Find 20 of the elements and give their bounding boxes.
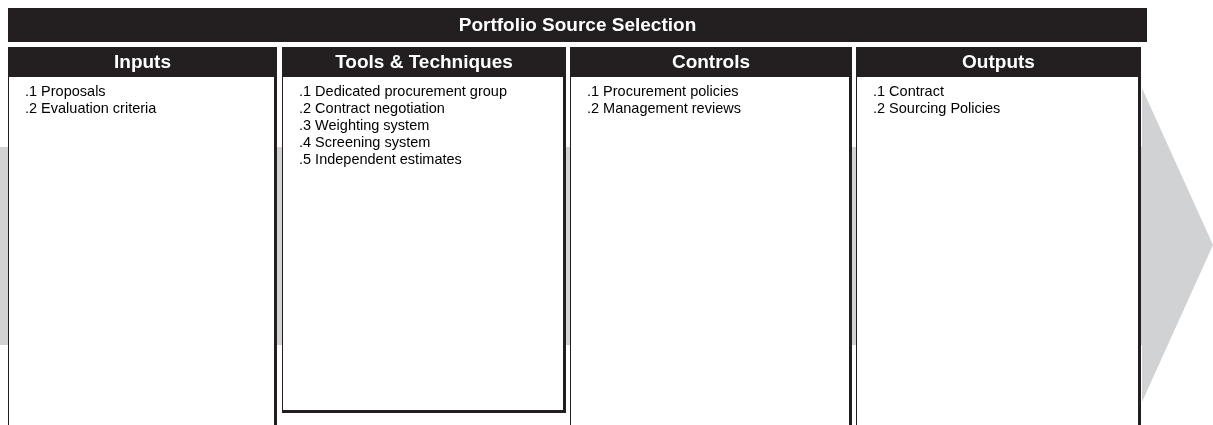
list-item: .2 Sourcing Policies [872, 100, 1002, 117]
list-item: .1 Proposals [24, 83, 107, 100]
list-item: .2 Contract negotiation [298, 100, 446, 117]
list-item: .3 Weighting system [298, 117, 431, 134]
list-item: .2 Evaluation criteria [24, 100, 158, 117]
column-header: Tools & Techniques [282, 47, 566, 77]
list-item: .2 Management reviews [586, 100, 742, 117]
process-column [282, 47, 566, 413]
list-item: .4 Screening system [298, 134, 432, 151]
list-item: .1 Contract [872, 83, 945, 100]
list-item: .1 Dedicated procurement group [298, 83, 508, 100]
process-column [570, 47, 852, 425]
column-header: Controls [570, 47, 852, 77]
list-item: .1 Procurement policies [586, 83, 740, 100]
list-item: .5 Independent estimates [298, 151, 463, 168]
column-header: Inputs [8, 47, 277, 77]
title-band: Portfolio Source Selection [8, 8, 1147, 42]
column-header: Outputs [856, 47, 1141, 77]
process-column [8, 47, 277, 425]
process-column [856, 47, 1141, 425]
